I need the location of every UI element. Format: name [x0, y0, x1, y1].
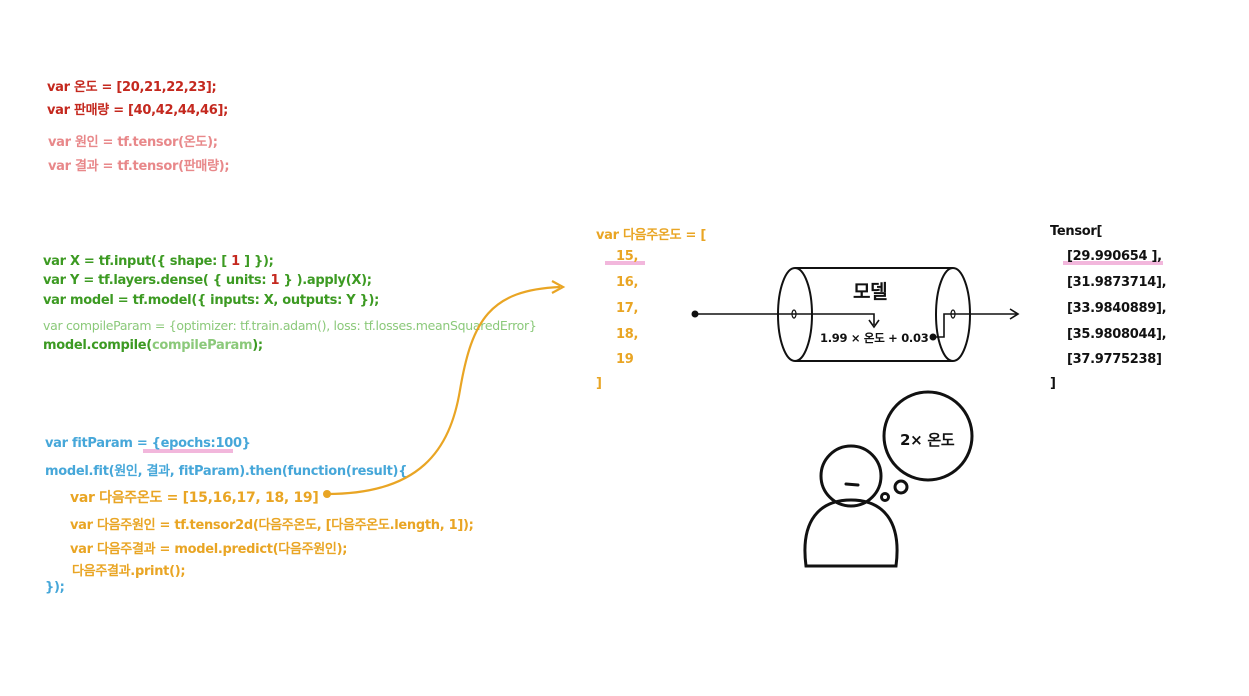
input-value-16: 16, — [616, 275, 639, 290]
code-line-fitparam: var fitParam = {epochs:100} — [45, 436, 251, 451]
output-line — [933, 313, 1017, 338]
code-line-print: 다음주결과.print(); — [72, 564, 186, 579]
code-fitparam-val: {epochs:100} — [151, 436, 251, 451]
code-compile-arg: compileParam — [151, 338, 253, 353]
thought-bubble — [880, 390, 974, 502]
code-line-y: var Y = tf.layers.dense( { units: 1 } ).… — [43, 273, 372, 288]
code-x-pre: var X = tf.input({ shape: [ — [43, 254, 232, 269]
input-value-19: 19 — [616, 352, 634, 367]
code-line-compileparam: var compileParam = {optimizer: tf.train.… — [43, 318, 537, 333]
person-figure — [803, 444, 899, 568]
output-value-1: [29.990654 ], — [1067, 249, 1162, 264]
output-tensor-close: ] — [1050, 376, 1056, 391]
flow-arrow-head — [551, 280, 566, 294]
person-smile — [844, 482, 860, 487]
code-line-ondo: var 온도 = [20,21,22,23]; — [47, 80, 217, 95]
code-line-next-result: var 다음주결과 = model.predict(다음주원인); — [70, 542, 348, 557]
code-line-gyeolgwa: var 결과 = tf.tensor(판매량); — [48, 159, 230, 174]
input-value-18: 18, — [616, 327, 639, 342]
code-y-units-num: 1 — [270, 273, 280, 288]
input-array-close: ] — [596, 376, 602, 391]
code-compile-pre: model.compile( — [43, 338, 152, 353]
input-array-header: var 다음주온도 = [ — [596, 228, 706, 243]
input-value-15: 15, — [616, 249, 639, 264]
code-line-fit: model.fit(원인, 결과, fitParam).then(functio… — [45, 464, 408, 479]
thought-text: 2× 온도 — [900, 431, 955, 449]
highlight-epochs — [143, 449, 233, 453]
code-fitparam-pre: var fitParam = — [45, 436, 152, 451]
input-line — [695, 313, 875, 325]
code-line-next-temp: var 다음주온도 = [15,16,17, 18, 19] — [70, 490, 319, 506]
code-y-post: } ).apply(X); — [279, 273, 372, 288]
output-value-4: [35.9808044], — [1067, 327, 1167, 342]
output-tensor-header: Tensor[ — [1050, 224, 1103, 239]
output-value-5: [37.9775238] — [1067, 352, 1162, 367]
output-value-3: [33.9840889], — [1067, 301, 1167, 316]
code-line-wonin: var 원인 = tf.tensor(온도); — [48, 135, 218, 150]
highlight-output-first — [1063, 261, 1163, 265]
code-line-compile: model.compile(compileParam); — [43, 338, 263, 353]
code-line-panmae: var 판매량 = [40,42,44,46]; — [47, 103, 229, 118]
model-formula: 1.99 × 온도 + 0.03 — [820, 331, 929, 345]
code-line-model: var model = tf.model({ inputs: X, output… — [43, 293, 380, 308]
code-x-shape-num: 1 — [231, 254, 240, 269]
output-arrow-head — [1009, 308, 1020, 320]
code-x-post: ] }); — [239, 254, 274, 269]
flow-arrow-start-dot — [323, 490, 331, 498]
output-value-2: [31.9873714], — [1067, 275, 1167, 290]
code-line-next-cause: var 다음주원인 = tf.tensor2d(다음주온도, [다음주온도.le… — [70, 518, 474, 533]
highlight-input-15 — [605, 261, 645, 265]
code-line-close: }); — [45, 580, 65, 595]
code-line-x: var X = tf.input({ shape: [ 1 ] }); — [43, 254, 274, 269]
input-value-17: 17, — [616, 301, 639, 316]
code-y-pre: var Y = tf.layers.dense( { units: — [43, 273, 271, 288]
code-compile-post: ); — [252, 338, 263, 353]
model-title: 모델 — [853, 281, 888, 303]
flow-arrow-curve — [326, 285, 561, 496]
